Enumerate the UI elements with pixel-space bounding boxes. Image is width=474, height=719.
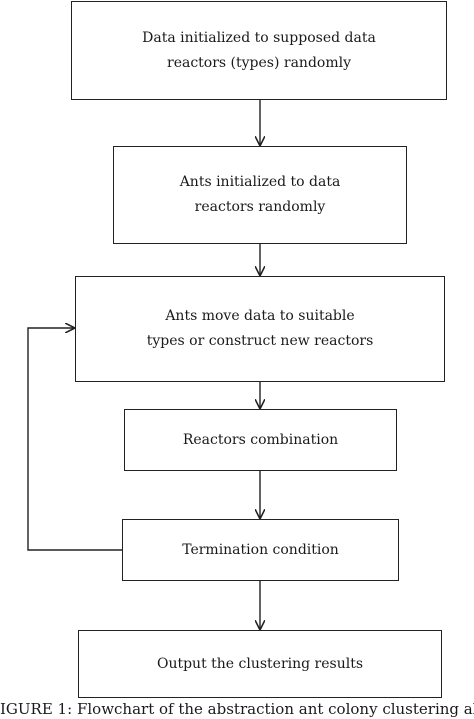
step-init-ants-line-1: Ants initialized to data [179, 174, 341, 190]
step-init-data: Data initialized to supposed data reacto… [71, 1, 447, 100]
step-init-ants: Ants initialized to data reactors random… [113, 146, 407, 244]
step-termination-condition: Termination condition [122, 519, 399, 581]
step-output-results: Output the clustering results [78, 630, 442, 698]
figure-caption-label: IGURE 1: [0, 700, 73, 718]
step-init-ants-line-2: reactors randomly [194, 199, 326, 215]
step-reactors-combination: Reactors combination [124, 409, 397, 471]
step-output-results-label: Output the clustering results [156, 655, 364, 672]
step-init-data-line-1: Data initialized to supposed data [142, 29, 376, 46]
step-termination-condition-label: Termination condition [182, 541, 339, 558]
figure-caption-text: Flowchart of the abstraction ant colony … [76, 700, 474, 718]
step-reactors-combination-label: Reactors combination [182, 431, 339, 448]
step-init-data-line-2: reactors (types) randomly [167, 54, 351, 71]
step-ants-move-line-2: types or construct new reactors [146, 333, 374, 349]
step-ants-move: Ants move data to suitable types or cons… [75, 276, 445, 382]
figure-caption: IGURE 1: Flowchart of the abstraction an… [0, 700, 474, 719]
step-ants-move-line-1: Ants move data to suitable [165, 308, 355, 324]
